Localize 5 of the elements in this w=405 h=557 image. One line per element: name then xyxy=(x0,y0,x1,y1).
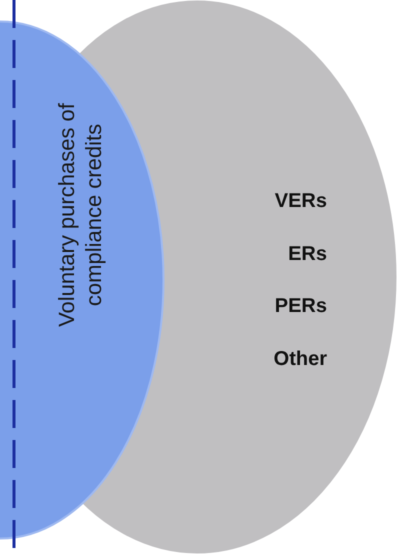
list-item: PERs xyxy=(274,295,327,318)
list-item: VERs xyxy=(274,190,327,213)
list-item: ERs xyxy=(288,242,327,266)
list-item: Other xyxy=(274,348,327,370)
circle-label: Voluntary purchases of compliance credits xyxy=(53,102,107,329)
